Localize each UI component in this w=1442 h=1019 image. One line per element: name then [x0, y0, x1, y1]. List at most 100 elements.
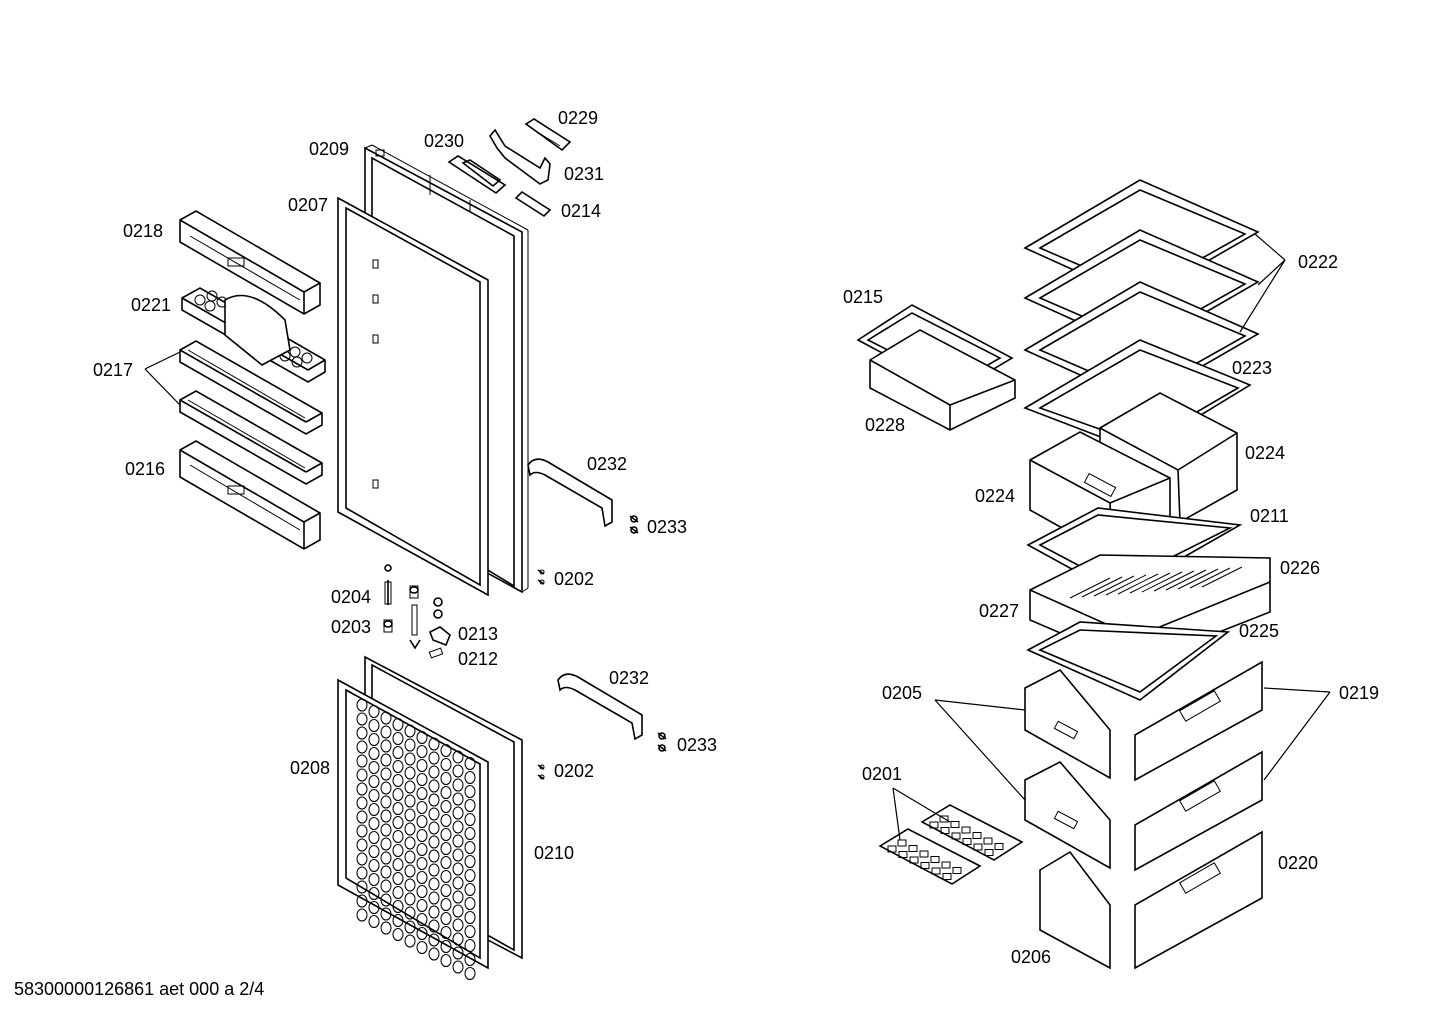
- label-0216: 0216: [125, 459, 165, 479]
- label-0202-lower: 0202: [554, 761, 594, 781]
- ice-cell: [940, 827, 950, 834]
- door-dimple: [380, 893, 392, 907]
- door-dimple: [416, 899, 428, 912]
- door-dimple: [380, 921, 392, 935]
- door-dimple: [452, 848, 464, 862]
- label-0233-upper: 0233: [647, 517, 687, 537]
- screws-0202-lower: [537, 764, 545, 780]
- door-dimple: [356, 698, 368, 712]
- door-dimple: [464, 953, 476, 966]
- door-dimple: [404, 934, 416, 948]
- door-dimple: [368, 887, 380, 900]
- label-0221: 0221: [131, 295, 171, 315]
- crisper-rib: [1177, 568, 1219, 590]
- door-dimple: [356, 754, 368, 768]
- door-dimple: [452, 876, 464, 890]
- label-0202-upper: 0202: [554, 569, 594, 589]
- freezer-drawer-top: [1024, 660, 1263, 782]
- door-dimple: [404, 836, 416, 850]
- crisper-rib: [1141, 571, 1183, 593]
- small-drawer-box-0228: [869, 329, 1016, 431]
- door-insert-0214: [514, 190, 552, 218]
- door-dimple: [356, 852, 368, 866]
- leader-lines: [144, 233, 1331, 841]
- door-dimple: [392, 788, 404, 801]
- door-dimple: [428, 765, 440, 779]
- label-0224-left: 0224: [975, 486, 1015, 506]
- door-dimple: [464, 883, 476, 896]
- door-dimple: [428, 751, 440, 765]
- door-dimple: [464, 841, 476, 854]
- fridge-door-gasket: [337, 196, 489, 597]
- door-dimple: [440, 814, 452, 827]
- door-dimple: [356, 810, 368, 824]
- door-dimple: [428, 919, 440, 933]
- door-dimple: [404, 724, 416, 738]
- door-dimple: [452, 792, 464, 806]
- label-0207: 0207: [288, 195, 328, 215]
- crisper-rib: [1165, 569, 1207, 591]
- door-dimple: [404, 752, 416, 766]
- label-0217: 0217: [93, 360, 133, 380]
- label-0205: 0205: [882, 683, 922, 703]
- door-dimple: [416, 787, 428, 800]
- door-shelf-0216: [179, 440, 321, 550]
- door-dimple: [392, 816, 404, 829]
- door-dimple: [440, 828, 452, 841]
- door-dimple: [416, 843, 428, 856]
- part-labels: 0229 0230 0209 0231 0207 0214 0218 0221 …: [93, 108, 1379, 967]
- door-dimple: [416, 913, 428, 926]
- door-dimple: [464, 799, 476, 812]
- egg-tray-0221: [181, 287, 326, 383]
- door-dimple: [392, 746, 404, 759]
- door-dimple: [452, 862, 464, 876]
- door-dimple: [368, 873, 380, 886]
- door-dimple: [380, 781, 392, 795]
- label-0228: 0228: [865, 415, 905, 435]
- door-dimple: [356, 824, 368, 838]
- door-dimple: [356, 838, 368, 852]
- door-dimple: [356, 880, 368, 894]
- door-dimple: [428, 933, 440, 947]
- door-dimple: [440, 926, 452, 939]
- door-dimple: [368, 817, 380, 830]
- door-dimple: [356, 726, 368, 740]
- ice-cell: [897, 839, 907, 847]
- door-dimple: [404, 892, 416, 906]
- label-0233-lower: 0233: [677, 735, 717, 755]
- door-dimple: [416, 857, 428, 870]
- door-dimple: [404, 766, 416, 780]
- door-dimple: [464, 827, 476, 840]
- ice-cell: [908, 845, 918, 852]
- door-dimple: [416, 731, 428, 744]
- door-dimple: [368, 747, 380, 760]
- door-dimple: [416, 829, 428, 842]
- door-dimple: [404, 878, 416, 892]
- door-dimple: [380, 809, 392, 823]
- door-dimple: [392, 802, 404, 815]
- door-shelf-0217-upper: [179, 340, 323, 435]
- door-dimple: [404, 864, 416, 878]
- door-dimple: [368, 901, 380, 914]
- crisper-rib: [1093, 575, 1135, 597]
- door-dimple: [392, 732, 404, 745]
- ice-cell: [972, 832, 982, 839]
- door-dimple: [416, 927, 428, 940]
- label-0213: 0213: [458, 624, 498, 644]
- door-dimple: [368, 719, 380, 732]
- door-dimple: [452, 778, 464, 792]
- door-dimple: [404, 738, 416, 752]
- ice-cell: [984, 849, 994, 856]
- door-dimple: [368, 859, 380, 872]
- door-dimple: [368, 915, 380, 928]
- freezer-drawer-bottom: [1039, 830, 1263, 970]
- ice-cell: [950, 821, 960, 828]
- label-0220: 0220: [1278, 853, 1318, 873]
- label-0223: 0223: [1232, 358, 1272, 378]
- door-dimple: [428, 877, 440, 891]
- door-dimple: [380, 739, 392, 753]
- door-dimple: [440, 786, 452, 799]
- door-dimple: [392, 858, 404, 871]
- label-0229: 0229: [558, 108, 598, 128]
